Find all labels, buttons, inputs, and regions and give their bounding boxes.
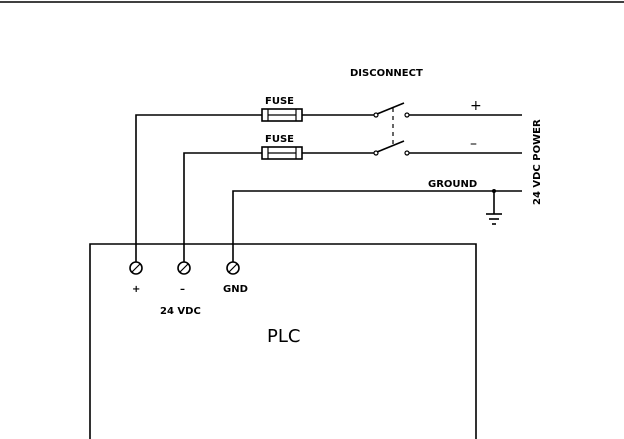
negative-line-label: – (470, 136, 477, 152)
power-source-label: 24 VDC POWER (532, 119, 543, 205)
negative-wire (183, 152, 262, 262)
terminal-minus-icon (177, 261, 191, 275)
earth-ground-icon (486, 213, 502, 225)
terminal-gnd-label: GND (223, 284, 248, 295)
disconnect-label: DISCONNECT (350, 68, 423, 79)
ground-wire (232, 190, 522, 262)
terminal-minus-label: – (180, 284, 185, 295)
supply-voltage-label: 24 VDC (160, 306, 201, 317)
terminal-plus-icon (129, 261, 143, 275)
ground-line-label: GROUND (428, 179, 477, 190)
terminal-gnd-icon (226, 261, 240, 275)
disconnect-switch-icon (373, 102, 410, 156)
fuse-top-label: FUSE (265, 96, 294, 107)
positive-wire (135, 114, 262, 262)
plc-box (89, 243, 477, 439)
fuse-top-icon (261, 108, 303, 122)
fuse-bottom-label: FUSE (265, 134, 294, 145)
fuse-bottom-icon (261, 146, 303, 160)
plc-label: PLC (267, 326, 300, 347)
positive-line-label: + (470, 98, 482, 114)
terminal-plus-label: + (132, 284, 140, 295)
